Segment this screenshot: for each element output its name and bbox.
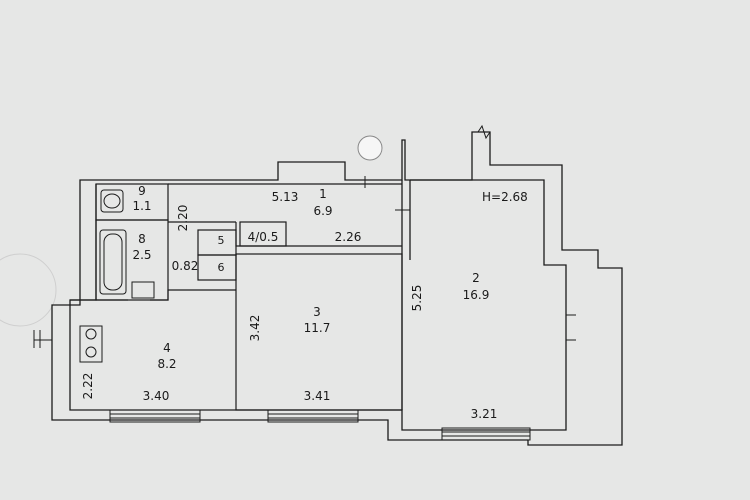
doors xyxy=(167,176,410,216)
room-1-area: 6.9 xyxy=(313,204,332,218)
room-4-number: 4 xyxy=(163,341,171,355)
dim-kitchen-height: 2.22 xyxy=(81,373,95,400)
closet-label: 4/0.5 xyxy=(248,230,279,244)
dim-hall-inner: 2.26 xyxy=(335,230,362,244)
dim-hall-length: 5.13 xyxy=(272,190,299,204)
dim-room3-width: 3.41 xyxy=(304,389,331,403)
fixtures xyxy=(79,189,155,363)
room-9-number: 9 xyxy=(138,184,146,198)
window-room3 xyxy=(267,409,359,423)
dim-kitchen-width: 3.40 xyxy=(143,389,170,403)
windows xyxy=(109,314,576,441)
labels: H=2.68 9 1.1 8 2.5 1 6.9 2 16.9 3 11.7 4… xyxy=(81,184,528,421)
window-kitchen xyxy=(109,409,201,423)
room-1-number: 1 xyxy=(319,187,327,201)
ceiling-height: H=2.68 xyxy=(482,190,528,204)
room-2-area: 16.9 xyxy=(463,288,490,302)
room-8-number: 8 xyxy=(138,232,146,246)
inner-walls xyxy=(70,183,403,411)
room-9-area: 1.1 xyxy=(132,199,151,213)
dim-bath-wall: 2.20 xyxy=(176,205,190,232)
room-8-area: 2.5 xyxy=(132,248,151,262)
room-5-number: 5 xyxy=(218,234,225,247)
dim-room2-height: 5.25 xyxy=(410,285,424,312)
room-6-number: 6 xyxy=(218,261,225,274)
dim-room2-width: 3.21 xyxy=(471,407,498,421)
window-room2 xyxy=(441,427,531,441)
sink-icon xyxy=(131,281,155,299)
room-3-area: 11.7 xyxy=(304,321,331,335)
toilet-icon xyxy=(100,189,124,213)
bathtub-icon xyxy=(99,229,127,295)
room-2-number: 2 xyxy=(472,271,480,285)
room-4-area: 8.2 xyxy=(157,357,176,371)
dim-passage: 0.82 xyxy=(172,259,199,273)
wall-room8 xyxy=(95,219,169,301)
riser-pipes xyxy=(33,124,491,348)
paper-mark xyxy=(0,253,57,327)
dim-room3-height: 3.42 xyxy=(248,315,262,342)
stove-icon xyxy=(79,325,103,363)
room-3-number: 3 xyxy=(313,305,321,319)
balcony xyxy=(566,314,576,341)
